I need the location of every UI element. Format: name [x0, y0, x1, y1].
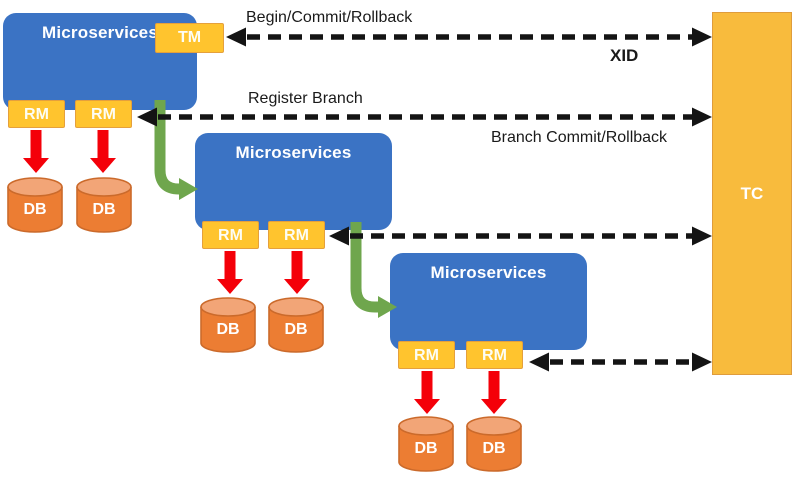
arrowhead-right-icon	[692, 107, 712, 127]
db-label: DB	[23, 201, 47, 218]
tc-box: TC	[712, 12, 792, 375]
rm-chip-2b: RM	[268, 221, 325, 249]
rm-chip-1a: RM	[8, 100, 65, 128]
label-begin-commit-rollback: Begin/Commit/Rollback	[246, 9, 413, 26]
red-arrow-icon	[23, 130, 49, 173]
rm-chip-1b: RM	[75, 100, 132, 128]
microservice-box-3: Microservices	[390, 253, 587, 350]
rm-chip-3b: RM	[466, 341, 523, 369]
db-label: DB	[482, 440, 506, 457]
rm-chip-3a: RM	[398, 341, 455, 369]
tm-chip: TM	[155, 23, 224, 53]
database-icon	[398, 416, 454, 472]
red-arrow-icon	[414, 371, 440, 414]
db-cylinder-1b: DB	[76, 177, 132, 233]
green-flow-arrow-1	[154, 100, 198, 200]
red-arrow-icon	[90, 130, 116, 173]
database-icon	[7, 177, 63, 233]
arrowhead-right-icon	[692, 27, 712, 47]
db-cylinder-3b: DB	[466, 416, 522, 472]
arrowhead-left-icon	[529, 352, 549, 372]
db-label: DB	[216, 321, 240, 338]
database-icon	[200, 297, 256, 353]
microservice-box-2: Microservices	[195, 133, 392, 230]
label-branch-commit-rollback: Branch Commit/Rollback	[491, 129, 668, 146]
arrowhead-left-icon	[226, 27, 246, 47]
arrowhead-left-icon	[137, 107, 157, 127]
red-arrow-icon	[217, 251, 243, 294]
arrowhead-right-icon	[692, 352, 712, 372]
red-arrow-icon	[481, 371, 507, 414]
db-label: DB	[92, 201, 116, 218]
label-register-branch: Register Branch	[248, 90, 363, 107]
red-arrow-icon	[284, 251, 310, 294]
microservice-1-title: Microservices	[41, 23, 158, 42]
arrowhead-right-icon	[692, 226, 712, 246]
db-cylinder-3a: DB	[398, 416, 454, 472]
label-xid: XID	[610, 46, 639, 65]
db-cylinder-2a: DB	[200, 297, 256, 353]
microservice-3-title: Microservices	[430, 263, 547, 282]
database-icon	[76, 177, 132, 233]
rm-chip-2a: RM	[202, 221, 259, 249]
db-cylinder-1a: DB	[7, 177, 63, 233]
database-icon	[268, 297, 324, 353]
db-label: DB	[414, 440, 438, 457]
database-icon	[466, 416, 522, 472]
db-cylinder-2b: DB	[268, 297, 324, 353]
db-label: DB	[284, 321, 308, 338]
microservice-2-title: Microservices	[235, 143, 352, 162]
